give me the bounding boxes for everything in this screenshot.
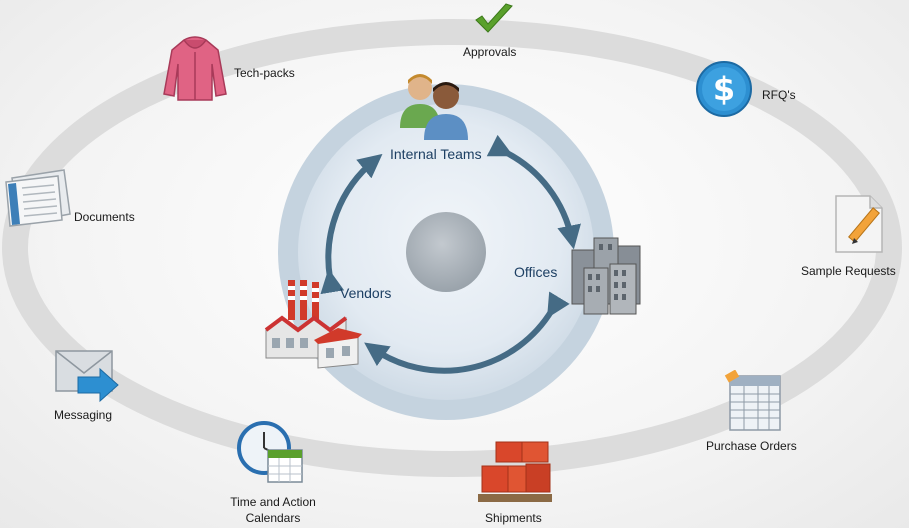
factory-icon [264,280,362,369]
arrow-teams-to-offices [486,134,581,250]
tech-packs-label: Tech-packs [234,66,295,80]
document-pencil-icon [835,195,883,253]
newspaper-icon [5,169,71,227]
clock-calendar-icon [237,421,303,483]
hoodie-icon [163,36,227,101]
time-action-label: Time and Action Calendars [218,494,328,526]
spreadsheet-icon [724,370,781,431]
dollar-icon: $ [696,61,752,117]
time-action-label-line2: Calendars [245,511,301,525]
shipments-label: Shipments [485,511,542,525]
messaging-label: Messaging [54,408,113,422]
rfqs-label: RFQ's [762,88,796,102]
outer-ring [2,19,902,477]
arrow-offices-to-vendors [364,291,570,374]
center-hub [406,212,486,292]
approvals-label: Approvals [463,45,517,59]
documents-label: Documents [74,210,135,224]
people-icon [400,74,468,140]
offices-label: Offices [514,264,558,280]
office-buildings-icon [571,237,641,315]
pallet-boxes-icon [478,441,552,502]
sample-requests-label: Sample Requests [801,264,896,278]
time-action-label-line1: Time and Action [230,495,316,509]
internal-teams-label: Internal Teams [390,146,482,162]
svg-text:$: $ [713,70,735,108]
purchase-orders-label: Purchase Orders [706,439,797,453]
vendors-label: Vendors [340,285,392,301]
envelope-arrow-icon [55,350,119,403]
checkmark-icon [475,3,513,33]
arrow-vendors-to-teams [320,153,383,295]
